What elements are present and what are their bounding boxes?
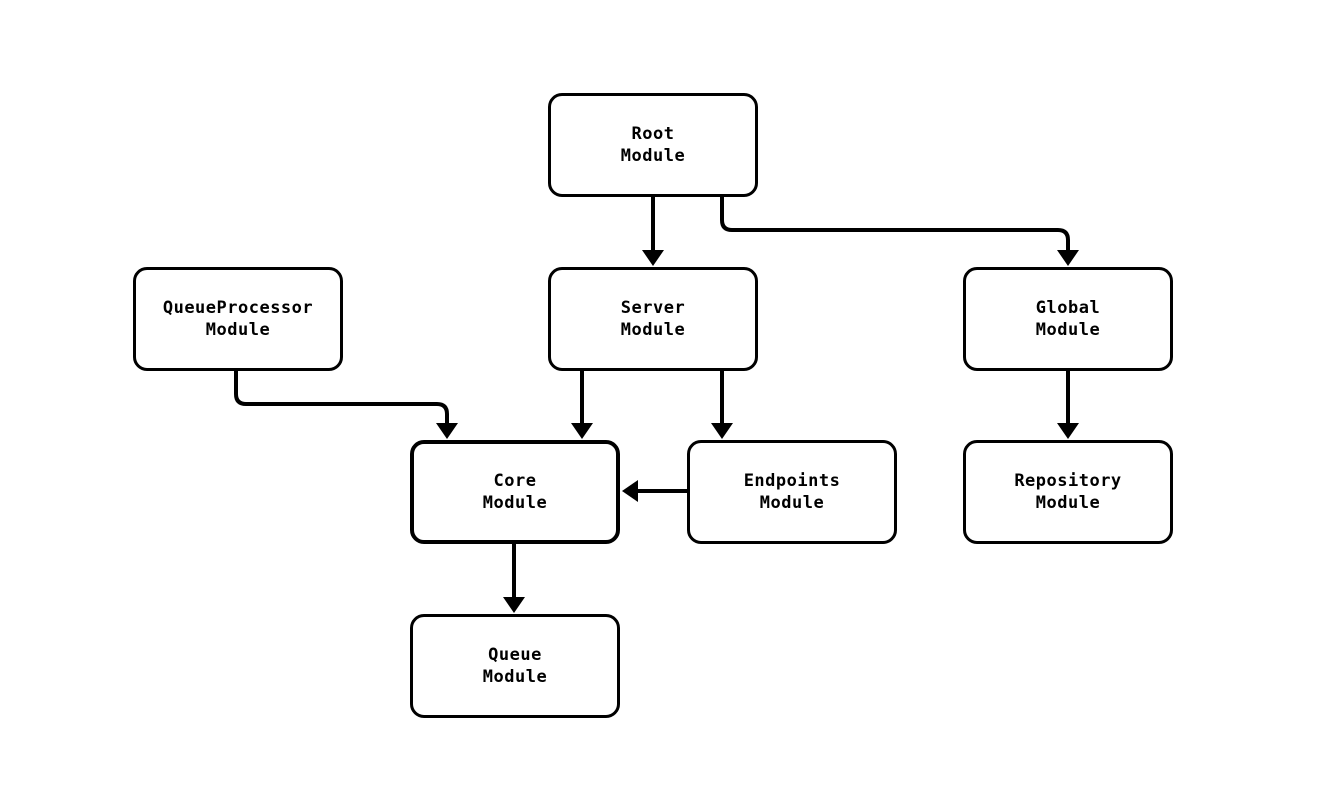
node-label-line1: QueueProcessor [162,298,314,318]
node-label-line2: Module [1035,320,1101,340]
core-module-node[interactable]: Core Module [410,440,620,544]
arrowhead [642,250,664,266]
arrowhead [622,480,638,502]
node-label-line2: Module [759,493,825,513]
node-label-line1: Endpoints [743,471,841,491]
node-label-line2: Module [205,320,271,340]
arrowhead [436,423,458,439]
repository-module-node[interactable]: Repository Module [963,440,1173,544]
node-label-line1: Core [493,471,537,491]
arrowhead [571,423,593,439]
edge-queueprocessor-to-core [234,371,458,439]
root-module-node[interactable]: Root Module [548,93,758,197]
node-label-line1: Root [631,124,675,144]
node-label-line2: Module [620,320,686,340]
arrowhead [503,597,525,613]
arrowhead [1057,250,1079,266]
node-label-line2: Module [482,667,548,687]
queueprocessor-module-node[interactable]: QueueProcessor Module [133,267,343,371]
endpoints-module-node[interactable]: Endpoints Module [687,440,897,544]
edge-server-to-endpoints [711,371,733,439]
node-label-line1: Repository [1014,471,1122,491]
edge-global-to-repository [1057,371,1079,439]
node-label-line1: Server [620,298,686,318]
node-label-line1: Queue [488,645,542,665]
arrowhead [1057,423,1079,439]
edge-endpoints-to-core [622,480,687,502]
node-label-line2: Module [482,493,548,513]
node-label-line1: Global [1035,298,1101,318]
arrowhead [711,423,733,439]
edge-root-to-server [642,197,664,266]
queue-module-node[interactable]: Queue Module [410,614,620,718]
node-label-line2: Module [1035,493,1101,513]
edge-core-to-queue [503,544,525,613]
server-module-node[interactable]: Server Module [548,267,758,371]
edge-root-to-global [720,197,1079,266]
global-module-node[interactable]: Global Module [963,267,1173,371]
edge-server-to-core [571,371,593,439]
node-label-line2: Module [620,146,686,166]
